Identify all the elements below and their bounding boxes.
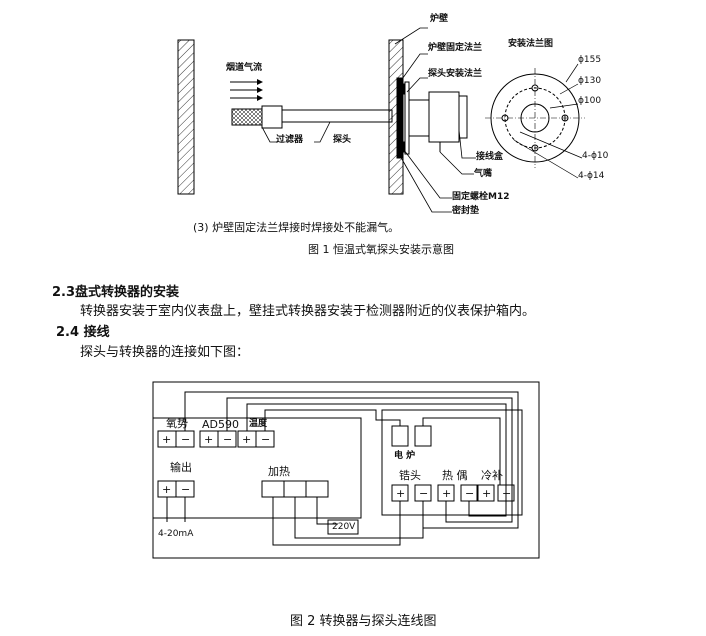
label-flange-diagram: 安装法兰图 — [508, 39, 554, 49]
section-2-3-body: 转换器安装于室内仪表盘上，壁挂式转换器安装于检测器附近的仪表保护箱内。 — [80, 304, 536, 319]
term-plus: + — [482, 487, 492, 500]
probe-flange — [404, 81, 410, 155]
probe-sleeve — [261, 105, 283, 129]
bolt-hole — [531, 84, 539, 92]
label-gas-nozzle: 气嘴 — [474, 169, 493, 179]
filter-mesh — [231, 108, 263, 126]
label-wall-flange: 炉壁固定法兰 — [428, 43, 483, 53]
fig1-caption: 图 1 恒温式氧探头安装示意图 — [308, 243, 454, 256]
section-title: 盘式转换器的安装 — [75, 285, 180, 300]
section-number: 2.4 — [56, 325, 80, 340]
converter-box — [152, 417, 362, 519]
bolt-bottom — [401, 141, 406, 153]
junction-cap — [458, 95, 468, 139]
wall-flange — [396, 77, 403, 159]
label-furnace-wall: 炉壁 — [430, 14, 449, 24]
label-voltage: 220V — [332, 522, 356, 532]
term-plus: + — [442, 487, 452, 500]
wires — [166, 391, 519, 546]
probe-terminals — [391, 425, 515, 502]
label-probe-flange: 探头安装法兰 — [428, 69, 483, 79]
term-minus: − — [181, 483, 191, 496]
converter-top-terminals — [157, 430, 275, 448]
label-output: 输出 — [170, 461, 192, 474]
label-junction-box: 接线盒 — [476, 152, 504, 162]
label-probe: 探头 — [333, 135, 352, 145]
section-2-4-body: 探头与转换器的连接如下图： — [80, 345, 250, 360]
label-zirconia: 锆头 — [399, 469, 421, 482]
bolt-hole — [531, 144, 539, 152]
term-minus: − — [465, 487, 475, 500]
term-minus: − — [181, 433, 191, 446]
box-neck — [408, 99, 430, 137]
label-current: 4-20mA — [158, 529, 194, 539]
section-2-3-heading: 2.3盘式转换器的安装 — [52, 286, 179, 299]
probe-box — [381, 409, 523, 516]
dim-outer: ϕ155 — [578, 55, 602, 65]
section-2-4-heading: 2.4 接线 — [56, 326, 110, 339]
label-oxygen: 氧势 — [166, 417, 188, 430]
label-furnace: 电 炉 — [394, 451, 416, 461]
probe-tube — [281, 109, 393, 123]
left-furnace-wall — [177, 39, 195, 195]
term-plus: + — [204, 433, 214, 446]
voltage-box — [327, 519, 359, 535]
term-minus: − — [419, 487, 429, 500]
dim-bolt-circle: ϕ130 — [578, 76, 602, 86]
dim-holes-10: 4-ϕ10 — [582, 151, 609, 161]
leader-lines — [261, 27, 476, 213]
label-filter: 过滤器 — [276, 135, 304, 145]
term-minus: − — [223, 433, 233, 446]
term-minus: − — [261, 433, 271, 446]
label-gasket: 密封垫 — [452, 206, 480, 216]
label-temperature: 温度 — [249, 419, 268, 429]
section-title: 接线 — [83, 325, 110, 340]
term-plus: + — [162, 483, 172, 496]
figure-1-installation — [177, 27, 585, 213]
label-cold-junction: 冷补 — [481, 469, 503, 482]
dim-holes-14: 4-ϕ14 — [578, 171, 605, 181]
figure-2-wiring — [152, 381, 540, 559]
term-plus: + — [396, 487, 406, 500]
probe-assembly — [231, 77, 468, 159]
label-ad590: AD590 — [202, 418, 239, 431]
label-flue-gas: 烟道气流 — [226, 63, 263, 73]
label-heating: 加热 — [268, 465, 290, 478]
section-number: 2.3 — [52, 285, 76, 300]
dim-inner: ϕ100 — [578, 96, 602, 106]
term-minus: − — [502, 487, 512, 500]
label-bolt: 固定螺栓M12 — [452, 192, 510, 202]
label-thermocouple: 热 偶 — [442, 469, 468, 482]
gas-flow-arrows — [230, 79, 263, 101]
flange-plan-view — [485, 63, 585, 179]
term-plus: + — [242, 433, 252, 446]
fig1-note: (3) 炉壁固定法兰焊接时焊接处不能漏气。 — [193, 221, 400, 234]
fig2-caption: 图 2 转换器与探头连线图 — [290, 614, 437, 629]
bolt-top — [401, 83, 406, 95]
bolt-hole — [561, 114, 569, 122]
junction-box — [428, 91, 460, 143]
bolt-hole — [501, 114, 509, 122]
term-plus: + — [162, 433, 172, 446]
